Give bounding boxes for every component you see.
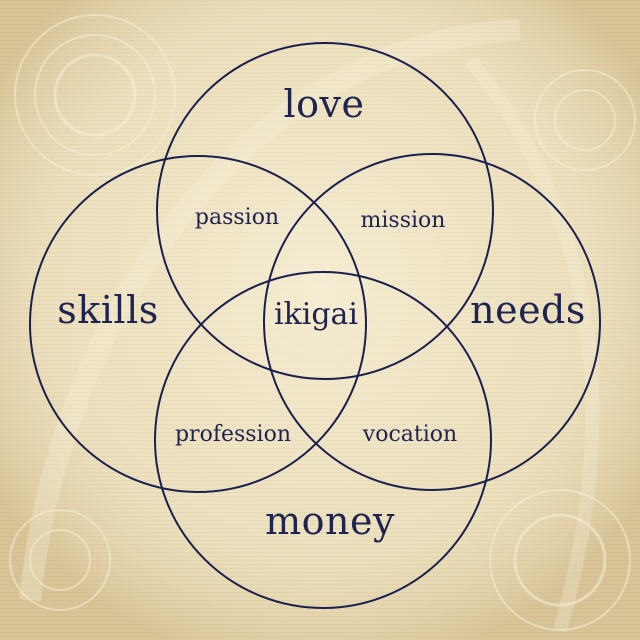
decorative-swirls — [9, 14, 636, 632]
needs-circle — [263, 153, 601, 491]
skills-circle — [29, 155, 367, 493]
money-circle — [154, 271, 492, 609]
label-needs: needs — [470, 288, 586, 332]
label-money: money — [265, 499, 395, 543]
label-passion: passion — [195, 205, 279, 230]
label-mission: mission — [361, 208, 446, 233]
label-skills: skills — [57, 288, 159, 332]
label-profession: profession — [175, 422, 291, 447]
label-love: love — [284, 82, 365, 126]
label-vocation: vocation — [362, 422, 457, 447]
love-circle — [156, 42, 494, 380]
label-ikigai: ikigai — [274, 297, 358, 332]
